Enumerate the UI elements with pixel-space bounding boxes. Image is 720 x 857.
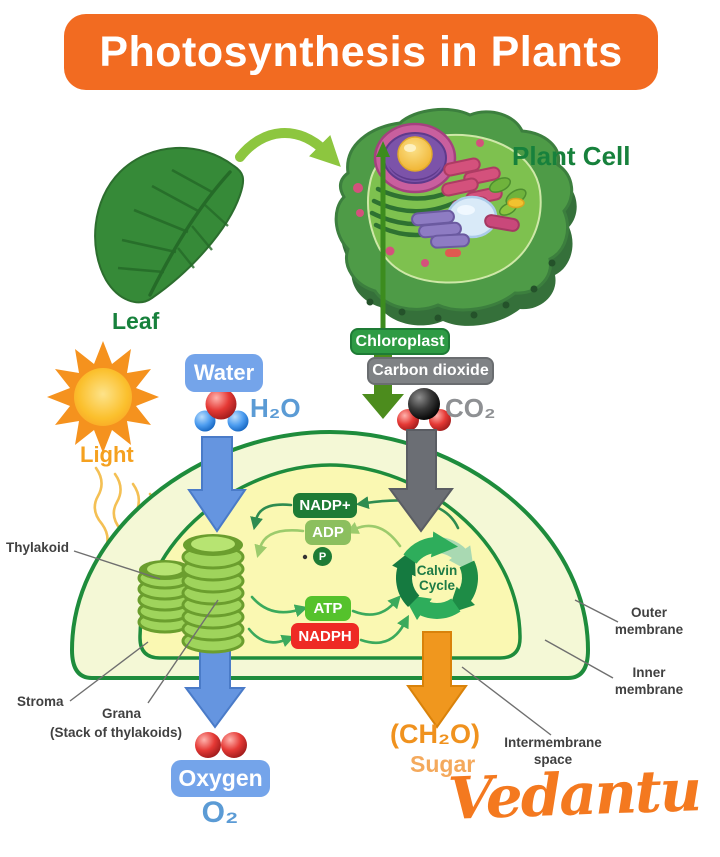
calvin-cycle-label: Calvin Cycle (402, 563, 472, 593)
sun-icon (47, 341, 159, 453)
grana-label: Grana (102, 706, 142, 721)
calvin-cycle-ring-icon (392, 531, 478, 621)
water-molecule-icon (194, 388, 249, 432)
sugar-label: Sugar (410, 751, 476, 777)
ch2o-formula: (CH₂O) (390, 719, 480, 749)
light-label: Light (80, 442, 134, 467)
co2-formula: CO₂ (445, 393, 496, 423)
chloroplast-badge: Chloroplast (350, 328, 450, 355)
calvin-cycle-line1: Calvin (416, 563, 458, 578)
plant-cell-icon (334, 108, 577, 326)
outer-membrane-label: Outer membrane (614, 605, 684, 637)
leaf-to-cell-arrow-icon (235, 128, 341, 167)
o2-formula: O₂ (201, 796, 239, 829)
plant-cell-label: Plant Cell (512, 141, 631, 171)
leaf-label: Leaf (112, 308, 160, 334)
co2-molecule-icon (397, 388, 451, 431)
h2o-formula: H₂O (250, 393, 301, 423)
phosphate-badge: P (313, 547, 332, 566)
stroma-label: Stroma (17, 694, 64, 709)
carbon-dioxide-badge: Carbon dioxide (367, 357, 494, 385)
oxygen-molecule-icon (195, 732, 247, 758)
leader-lines (69, 550, 619, 736)
page-title: Photosynthesis in Plants (64, 14, 658, 90)
nadp-badge: NADP+ (293, 493, 357, 518)
nadph-badge: NADPH (291, 623, 359, 649)
inner-membrane-label: Inner membrane (614, 665, 684, 697)
leaf-icon (94, 147, 245, 304)
vedantu-logo: Vedantu (446, 756, 701, 833)
oxygen-badge: Oxygen (171, 760, 270, 797)
grana-stacks-icon (137, 534, 245, 654)
atp-badge: ATP (305, 596, 351, 621)
calvin-cycle-line2: Cycle (418, 578, 456, 593)
sugar-arrow-icon (406, 631, 468, 729)
intermembrane-space-label: Intermembrane space (504, 735, 602, 767)
co2-arrow-icon (388, 429, 454, 533)
thylakoid-label: Thylakoid (6, 540, 70, 555)
adp-badge: ADP (305, 520, 351, 545)
grana-note-label: (Stack of thylakoids) (50, 725, 183, 740)
water-badge: Water (185, 354, 263, 392)
water-arrow-icon (187, 436, 247, 533)
